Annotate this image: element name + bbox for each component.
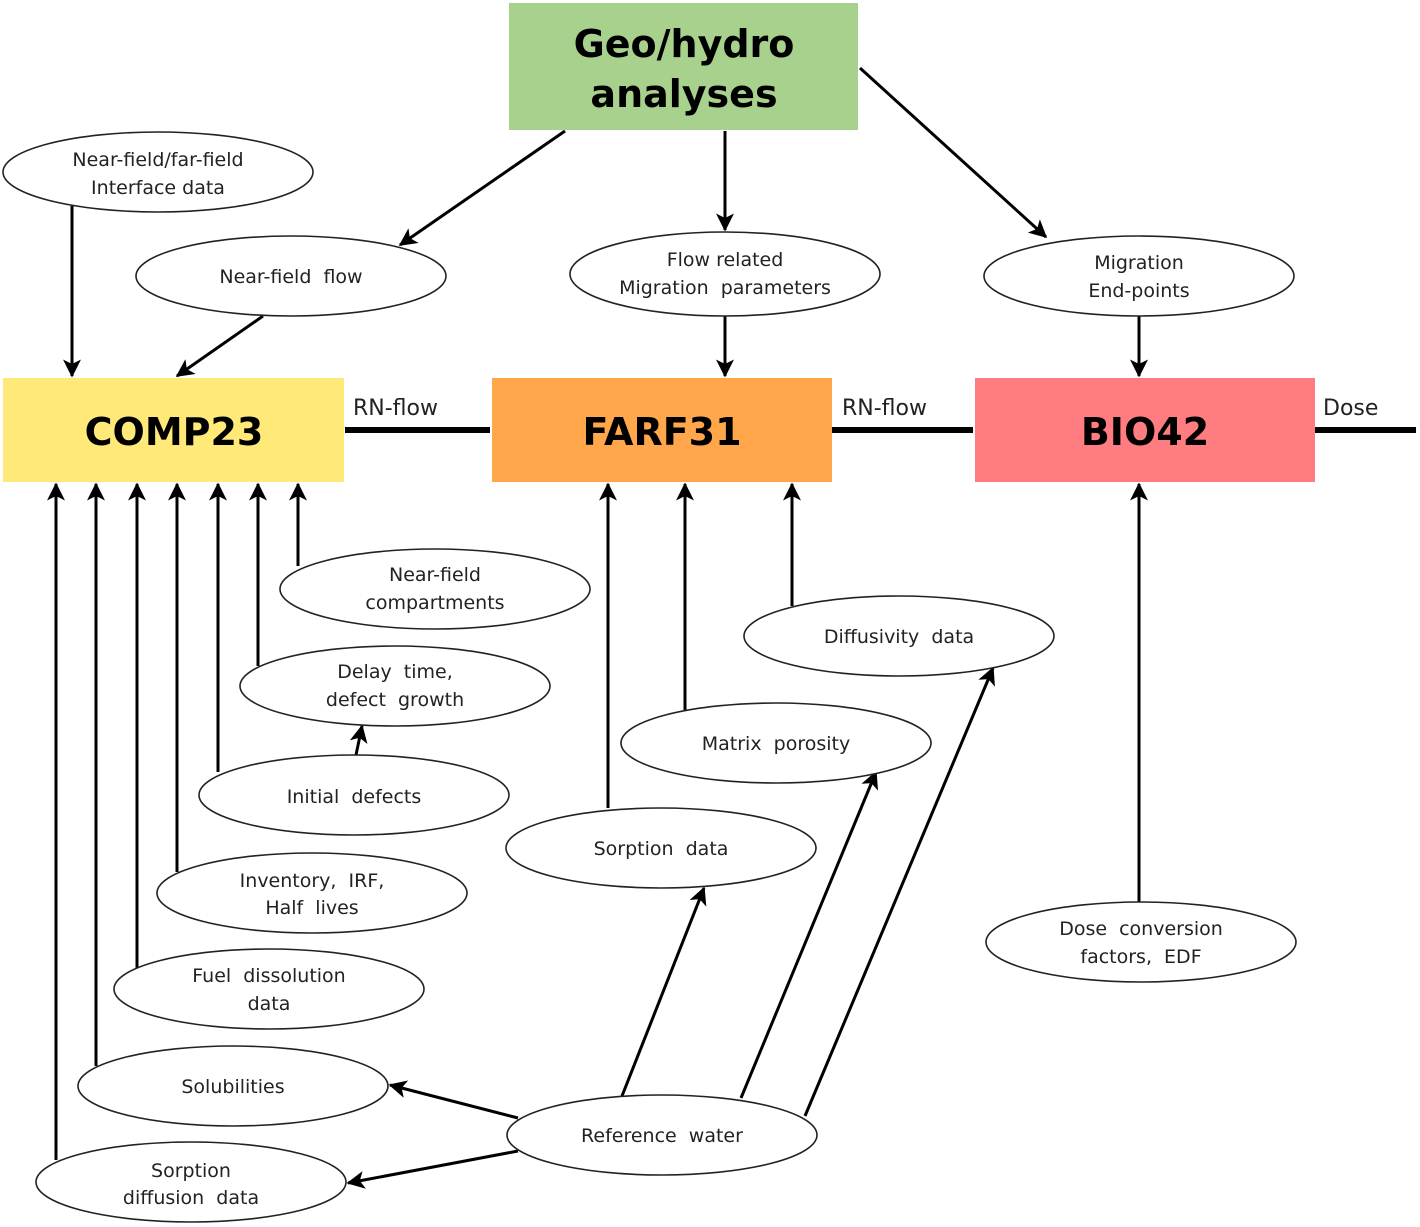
- ellipse-shape: [135, 235, 447, 317]
- ellipse-shape: [198, 754, 510, 836]
- bio42-box[interactable]: BIO42: [975, 378, 1315, 482]
- arrow-refwater-to-sorption-diffusion: [346, 1149, 519, 1189]
- ellipse-text: Interface data: [91, 177, 225, 199]
- ellipse-shape: [279, 548, 591, 630]
- ellipse-shape: [239, 645, 551, 727]
- ellipse-nearfield-flow[interactable]: Near-field flow: [135, 235, 447, 317]
- ellipse-dose-conversion[interactable]: Dose conversion factors, EDF: [985, 901, 1297, 983]
- ellipse-matrix-porosity[interactable]: Matrix porosity: [620, 702, 932, 784]
- ellipse-text: Migration: [1094, 252, 1184, 274]
- ellipse-reference-water[interactable]: Reference water: [506, 1094, 818, 1176]
- arrow-initial-defects-to-delay-time: [349, 724, 368, 756]
- geo-hydro-label-line1: Geo/hydro: [574, 22, 795, 66]
- ellipse-shape: [156, 852, 468, 934]
- ellipse-shape: [569, 231, 881, 317]
- ellipse-text: End-points: [1088, 280, 1189, 302]
- ellipse-text: compartments: [365, 592, 504, 614]
- comp23-box[interactable]: COMP23: [3, 378, 344, 482]
- ellipse-text: Inventory, IRF,: [240, 870, 385, 892]
- ellipse-text: diffusion data: [123, 1187, 259, 1209]
- arrow-refwater-to-matrix-porosity: [739, 770, 879, 1099]
- arrow-geo-to-nearfield-flow: [398, 129, 566, 247]
- ellipse-text: Half lives: [265, 897, 358, 919]
- ellipse-text: data: [248, 993, 291, 1015]
- ellipse-shape: [506, 1094, 818, 1176]
- ellipse-text: Matrix porosity: [702, 733, 850, 755]
- geo-hydro-label-line2: analyses: [590, 72, 777, 116]
- bio42-label: BIO42: [1081, 410, 1209, 454]
- ellipse-text: Fuel dissolution: [192, 965, 345, 987]
- ellipse-text: Sorption: [151, 1160, 231, 1182]
- ellipse-text: Reference water: [581, 1125, 743, 1147]
- ellipse-text: Near-field: [389, 564, 481, 586]
- arrow-refwater-to-sorption-data: [620, 886, 707, 1097]
- ellipse-nearfield-compartments[interactable]: Near-field compartments: [279, 548, 591, 630]
- bio42-box-fill: [975, 378, 1315, 482]
- ellipse-text: Flow related: [667, 249, 784, 271]
- ellipse-fuel-dissolution[interactable]: Fuel dissolution data: [113, 948, 425, 1030]
- ellipse-migration-endpoints[interactable]: Migration End-points: [983, 235, 1295, 317]
- ellipse-shape: [620, 702, 932, 784]
- ellipse-sorption-data[interactable]: Sorption data: [505, 807, 817, 889]
- ellipse-text: defect growth: [326, 689, 464, 711]
- ellipse-text: Delay time,: [337, 661, 453, 683]
- farf31-label: FARF31: [582, 410, 741, 454]
- ellipse-text: Near-field flow: [219, 266, 362, 288]
- ellipse-shape: [985, 901, 1297, 983]
- ellipse-shape: [113, 948, 425, 1030]
- ellipse-text: Solubilities: [181, 1076, 284, 1098]
- ellipse-initial-defects[interactable]: Initial defects: [198, 754, 510, 836]
- ellipse-text: Sorption data: [594, 838, 729, 860]
- ellipse-shape: [743, 595, 1055, 677]
- arrow-refwater-to-diffusivity: [803, 666, 995, 1117]
- arrow-refwater-to-solubilities: [388, 1080, 519, 1120]
- connectors: [47, 66, 1417, 1189]
- farf31-box[interactable]: FARF31: [492, 378, 832, 482]
- comp23-label: COMP23: [85, 410, 264, 454]
- geo-hydro-box-fill: [509, 3, 858, 130]
- ellipse-shape: [35, 1141, 347, 1223]
- ellipse-text: factors, EDF: [1080, 946, 1201, 968]
- ellipse-flow-migration-parameters[interactable]: Flow related Migration parameters: [569, 231, 881, 317]
- ellipse-inventory[interactable]: Inventory, IRF, Half lives: [156, 852, 468, 934]
- rn-flow-label-2: RN-flow: [842, 396, 927, 421]
- ellipse-delay-time[interactable]: Delay time, defect growth: [239, 645, 551, 727]
- ellipse-text: Migration parameters: [619, 277, 831, 299]
- ellipse-shape: [77, 1045, 389, 1127]
- farf31-box-fill: [492, 378, 832, 482]
- ellipse-shape: [505, 807, 817, 889]
- ellipse-sorption-diffusion[interactable]: Sorption diffusion data: [35, 1141, 347, 1223]
- ellipse-diffusivity[interactable]: Diffusivity data: [743, 595, 1055, 677]
- ellipse-shape: [983, 235, 1295, 317]
- geo-hydro-box[interactable]: Geo/hydro analyses: [509, 3, 858, 130]
- ellipse-shape: [2, 131, 314, 213]
- ellipse-text: Dose conversion: [1059, 918, 1223, 940]
- ellipse-nearfield-farfield-interface[interactable]: Near-field/far-field Interface data: [2, 131, 314, 213]
- comp23-box-fill: [3, 378, 344, 482]
- dose-label: Dose: [1323, 396, 1378, 421]
- arrow-nearfield-flow-to-comp23: [175, 314, 264, 378]
- ellipse-solubilities[interactable]: Solubilities: [77, 1045, 389, 1127]
- ellipse-text: Near-field/far-field: [72, 149, 243, 171]
- ellipse-text: Initial defects: [287, 786, 422, 808]
- arrow-geo-to-migration-endpoints: [858, 66, 1048, 239]
- rn-flow-label-1: RN-flow: [353, 396, 438, 421]
- ellipse-text: Diffusivity data: [824, 626, 974, 648]
